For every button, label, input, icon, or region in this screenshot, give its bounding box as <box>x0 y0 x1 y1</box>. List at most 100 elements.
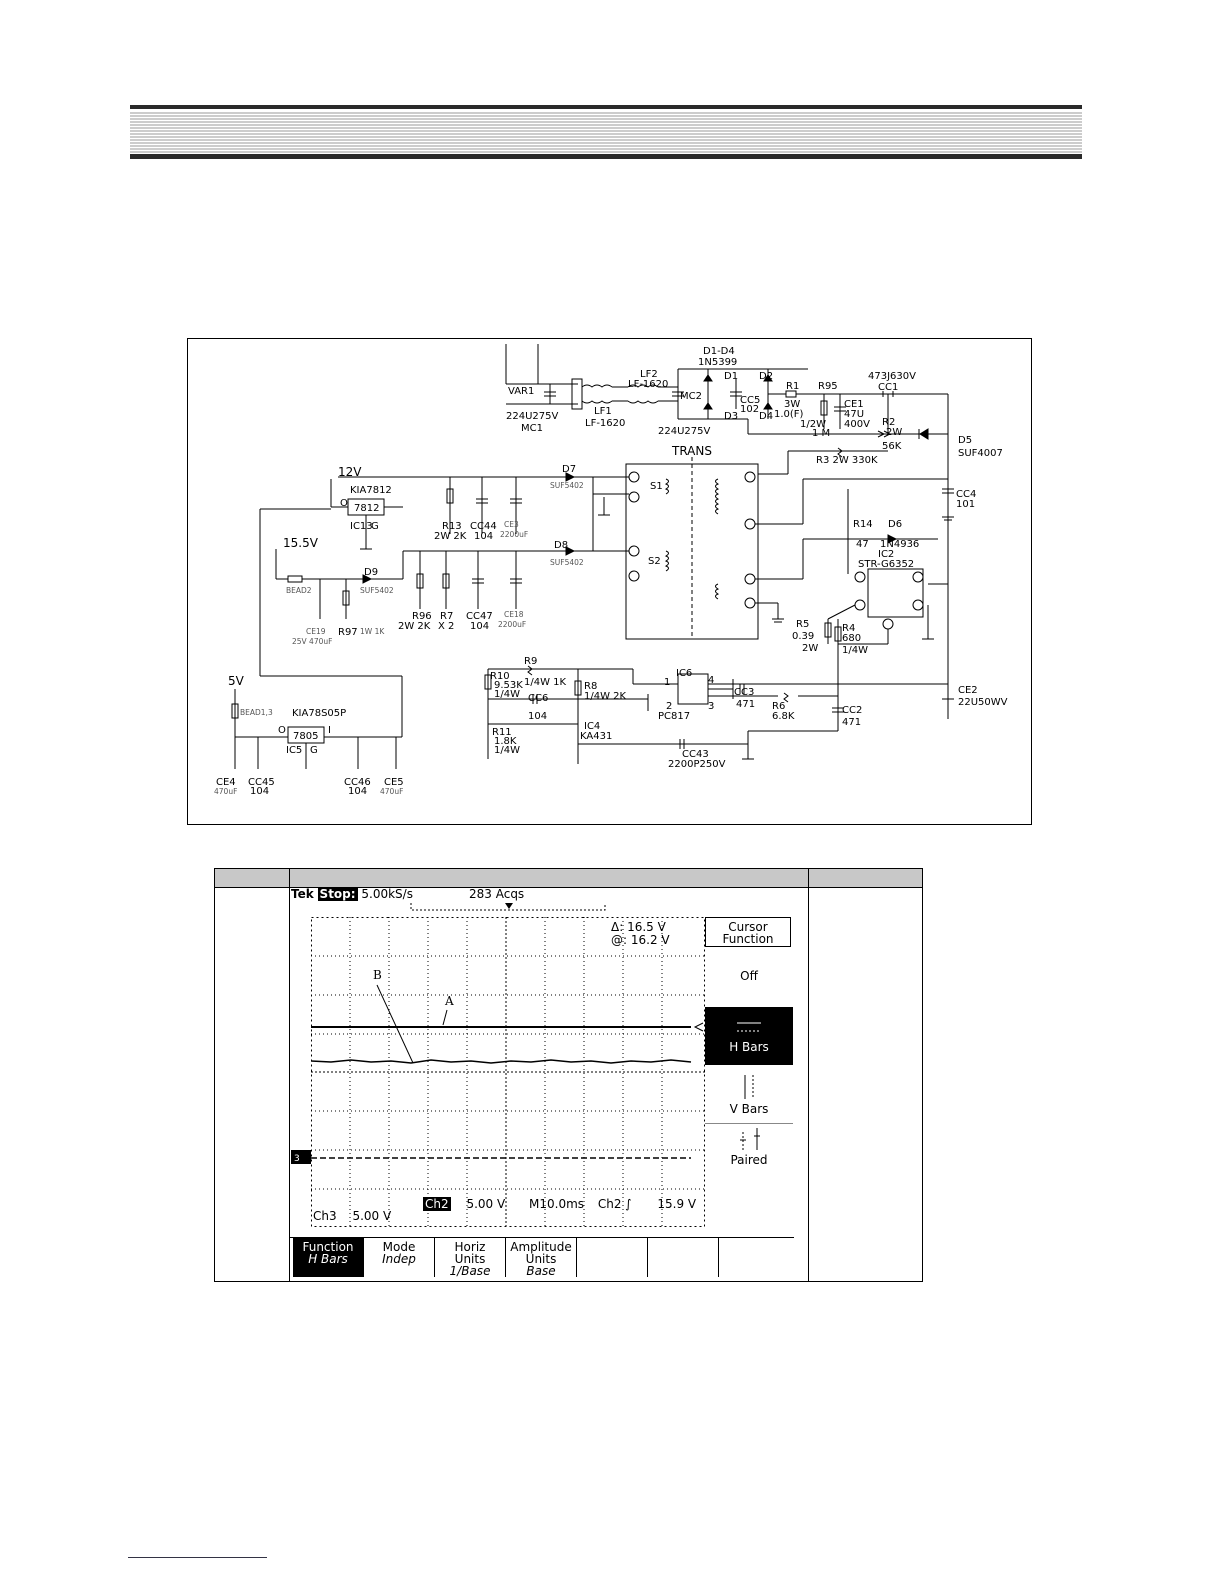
label-mc2-val: 224U275V <box>658 426 710 437</box>
label-lf2: LF2 <box>640 369 658 380</box>
header-stripe-bar <box>130 105 1082 159</box>
label-d7-val: SUF5402 <box>550 481 584 490</box>
label-ce1-val1: 47U <box>844 409 864 420</box>
svg-text:3: 3 <box>294 1154 300 1164</box>
label-r2-val2: 56K <box>882 441 902 452</box>
label-lf2-val: LF-1620 <box>628 379 668 390</box>
label-ic2-val: STR-G6352 <box>858 559 914 570</box>
paired-icon <box>740 1128 760 1150</box>
softkey-empty-6[interactable] <box>648 1238 719 1277</box>
label-r2-val1: 2W <box>886 427 902 438</box>
menu-item-h-bars[interactable]: H Bars <box>705 1007 793 1065</box>
label-d9-val: SUF5402 <box>360 586 394 595</box>
label-r95-val1: 1/2W <box>800 419 826 430</box>
oscilloscope-screen: Tek Stop: 5.00kS/s 283 Acqs B A 3 <box>289 887 795 1277</box>
menu-item-v-bars[interactable]: V Bars <box>705 1073 793 1116</box>
trigger-level: 15.9 V <box>657 1197 697 1211</box>
scope-acquisitions: 283 Acqs <box>469 887 525 901</box>
label-d3: D3 <box>724 411 738 422</box>
label-ic13: IC13 <box>350 521 373 532</box>
label-reg7805: 7805 <box>293 731 318 742</box>
ch3-scale: 5.00 V <box>352 1209 392 1223</box>
v-bars-label: V Bars <box>729 1102 769 1116</box>
timebase: M10.0ms <box>529 1197 585 1211</box>
label-reg7812-o: O <box>340 498 348 509</box>
footer-rule <box>128 1557 267 1558</box>
label-ce19: CE19 <box>306 627 326 636</box>
label-r11-val2: 1/4W <box>494 745 520 756</box>
label-r4-val1: 680 <box>842 633 861 644</box>
label-ic6: IC6 <box>676 668 692 679</box>
scope-graticule: B A <box>311 917 705 1227</box>
ch3-readout: Ch3 5.00 V <box>313 1209 391 1223</box>
label-r10-val2: 1/4W <box>494 689 520 700</box>
trace-b <box>311 1059 692 1064</box>
label-r14: R14 <box>853 519 873 530</box>
label-ce4: CE4 <box>216 777 236 788</box>
label-ce1-val2: 400V <box>844 419 870 430</box>
trace-b-label: B <box>373 968 382 982</box>
label-r7: R7 <box>440 611 453 622</box>
label-ce18: CE18 <box>504 610 524 619</box>
label-lf1-val: LF-1620 <box>585 418 625 429</box>
softkey-horiz-line1: Horiz <box>454 1240 486 1254</box>
label-cc4: CC4 <box>956 489 976 500</box>
label-cc46: CC46 <box>344 777 371 788</box>
label-r9-val: 1/4W 1K <box>524 677 567 688</box>
label-reg7805-o: O <box>278 725 286 736</box>
label-r1-val1: 3W <box>784 399 800 410</box>
label-ce3-val: 2200uF <box>500 530 528 539</box>
label-r10-val1: 9.53K <box>494 680 523 691</box>
label-ce3: CE3 <box>504 520 519 529</box>
softkey-empty-5[interactable] <box>577 1238 648 1277</box>
label-pin2: 2 <box>666 701 672 712</box>
power-supply-schematic: VAR1 224U275V MC1 LF1 LF-1620 LF2 LF-162… <box>187 338 1032 825</box>
softkey-amplitude-units[interactable]: Amplitude Units Base <box>506 1238 577 1277</box>
label-ce5-val: 470uF <box>380 787 403 796</box>
label-cc46-val: 104 <box>348 786 367 797</box>
softkey-horiz-units[interactable]: Horiz Units 1/Base <box>435 1238 506 1277</box>
label-d5: D5 <box>958 435 972 446</box>
ch2-indicator: Ch2 <box>423 1197 451 1211</box>
label-d8: D8 <box>554 540 568 551</box>
softkey-amplitude-value: Base <box>526 1264 556 1278</box>
label-pin4: 4 <box>708 675 714 686</box>
label-d2: D2 <box>759 371 773 382</box>
label-ce1: CE1 <box>844 399 864 410</box>
label-cc45: CC45 <box>248 777 275 788</box>
menu-item-off[interactable]: Off <box>740 969 758 983</box>
label-r13-val: 2W 2K <box>434 531 467 542</box>
label-cc2-val: 471 <box>842 717 861 728</box>
label-cc43: CC43 <box>682 749 709 760</box>
column-divider <box>289 869 290 1281</box>
softkey-function[interactable]: Function H Bars <box>293 1238 364 1277</box>
label-cc5: CC5 <box>740 395 760 406</box>
label-cc47: CC47 <box>466 611 493 622</box>
softkey-amplitude-line1: Amplitude <box>510 1240 572 1254</box>
softkey-mode[interactable]: Mode Indep <box>364 1238 435 1277</box>
scope-status-line: Tek Stop: 5.00kS/s <box>291 887 413 901</box>
label-pin3: 3 <box>708 701 714 712</box>
label-r1: R1 <box>786 381 799 392</box>
label-ic5-g: G <box>310 745 318 756</box>
softkey-function-value: H Bars <box>308 1252 348 1266</box>
label-cc6: CC6 <box>528 693 548 704</box>
label-d6: D6 <box>888 519 902 530</box>
softkey-amplitude-line2: Units <box>525 1252 557 1266</box>
label-r4-val2: 1/4W <box>842 645 868 656</box>
label-var1: VAR1 <box>508 386 534 397</box>
label-pc817: PC817 <box>658 711 690 722</box>
label-bead13: BEAD1,3 <box>240 708 273 717</box>
trace-a-label: A <box>444 994 454 1008</box>
cursor-at: @: 16.2 V <box>611 933 670 947</box>
label-ic5: IC5 <box>286 745 302 756</box>
cursor-side-menu: Cursor Function Off H Bars V Bars <box>705 917 795 1237</box>
label-mc1: MC1 <box>521 423 543 434</box>
menu-item-paired[interactable]: Paired <box>705 1123 793 1174</box>
label-d7: D7 <box>562 464 576 475</box>
label-ka431: KA431 <box>580 731 612 742</box>
softkey-empty-7[interactable] <box>719 1238 790 1277</box>
label-bead2: BEAD2 <box>286 586 312 595</box>
label-r1-val2: 1.0(F) <box>774 409 804 420</box>
label-cc47-val: 104 <box>470 621 489 632</box>
